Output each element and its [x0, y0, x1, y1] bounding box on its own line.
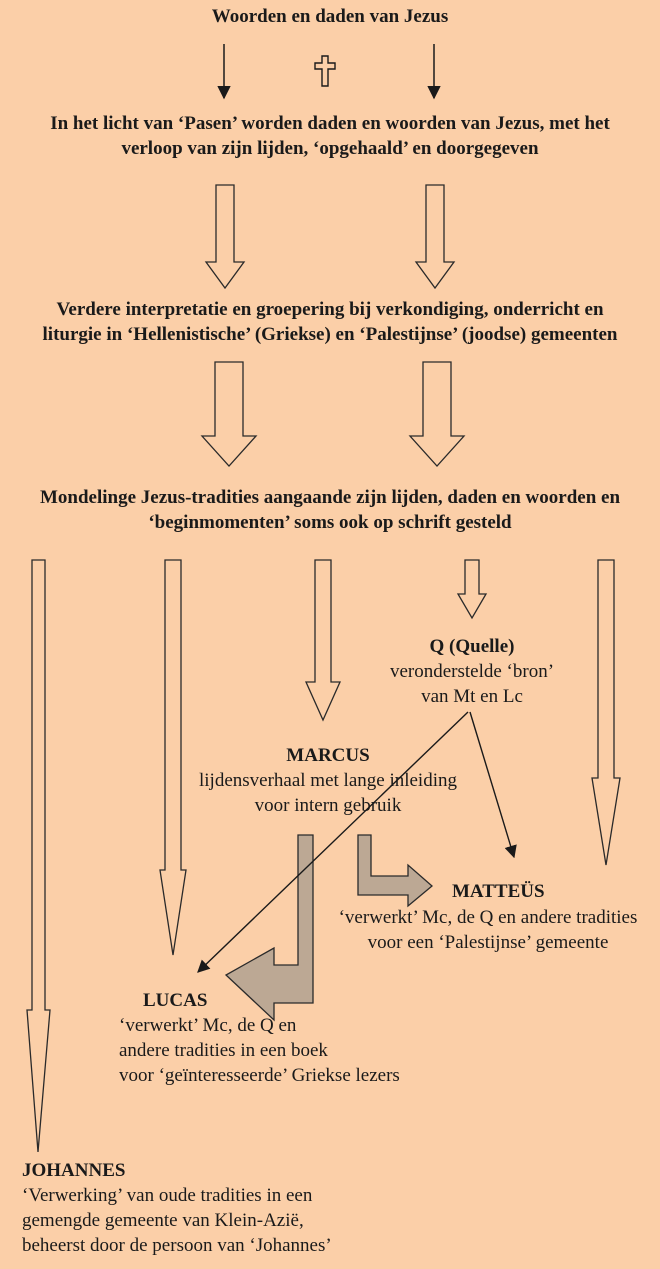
shaded-arrow-marcus-matteus: [357, 834, 434, 908]
stage-oral-line1: Mondelinge Jezus-tradities aangaande zij…: [39, 487, 621, 508]
node-marcus: MARCUS lijdensverhaal met lange inleidin…: [178, 743, 478, 818]
arrow-q-to-lucas: [197, 711, 469, 973]
lucas-line3: voor ‘geïnteresseerde’ Griekse lezers: [119, 1065, 400, 1086]
stage-oral-line2: ‘beginmomenten’ soms ook op schrift gest…: [148, 512, 512, 533]
arrow-to-matteus: [591, 559, 621, 866]
stage-interpretation-line2: liturgie in ‘Hellenistische’ (Griekse) e…: [42, 324, 618, 345]
marcus-line1: lijdensverhaal met lange inleiding: [198, 770, 457, 791]
hollow-arrow-1-left: [204, 184, 246, 290]
matteus-line2: voor een ‘Palestijnse’ gemeente: [367, 932, 609, 953]
diagram-title: Woorden en daden van Jezus: [211, 6, 449, 27]
lucas-line1: ‘verwerkt’ Mc, de Q en: [119, 1015, 297, 1036]
stage-pasen: In het licht van ‘Pasen’ worden daden en…: [0, 111, 660, 161]
shaded-arrow-marcus-lucas: [224, 834, 314, 1022]
arrow-to-johannes: [26, 559, 51, 1153]
q-line1: veronderstelde ‘bron’: [389, 661, 555, 682]
johannes-line3: beheerst door de persoon van ‘Johannes’: [22, 1235, 332, 1256]
marcus-title: MARCUS: [286, 745, 370, 766]
arrow-q-to-matteus: [469, 711, 517, 859]
hollow-arrow-2-right: [408, 361, 466, 467]
stage-pasen-line2: verloop van zijn lijden, ‘opgehaald’ en …: [121, 138, 539, 159]
marcus-line2: voor intern gebruik: [254, 795, 402, 816]
stage-oral-traditions: Mondelinge Jezus-tradities aangaande zij…: [0, 485, 660, 535]
stage-interpretation-line1: Verdere interpretatie en groepering bij …: [56, 299, 604, 320]
q-title: Q (Quelle): [429, 636, 515, 657]
johannes-line2: gemengde gemeente van Klein-Azië,: [22, 1210, 304, 1231]
arrow-to-q: [456, 559, 488, 620]
q-line2: van Mt en Lc: [421, 686, 523, 707]
lucas-title: LUCAS: [143, 990, 208, 1011]
node-q: Q (Quelle) veronderstelde ‘bron’ van Mt …: [357, 634, 587, 709]
matteus-title: MATTEÜS: [452, 881, 545, 902]
arrow-to-lucas: [159, 559, 187, 956]
node-matteus: ‘verwerkt’ Mc, de Q en andere tradities …: [318, 905, 658, 955]
node-johannes: JOHANNES ‘Verwerking’ van oude tradities…: [22, 1158, 332, 1258]
johannes-title: JOHANNES: [22, 1160, 126, 1181]
lucas-line2: andere tradities in een boek: [119, 1040, 328, 1061]
stage-interpretation: Verdere interpretatie en groepering bij …: [0, 297, 660, 347]
hollow-arrow-1-right: [414, 184, 456, 290]
cross-icon: [314, 55, 336, 87]
node-lucas: LUCAS ‘verwerkt’ Mc, de Q en andere trad…: [119, 988, 400, 1088]
matteus-line1: ‘verwerkt’ Mc, de Q en andere tradities: [338, 907, 638, 928]
johannes-line1: ‘Verwerking’ van oude tradities in een: [22, 1185, 313, 1206]
arrow-to-marcus: [304, 559, 342, 722]
stage-pasen-line1: In het licht van ‘Pasen’ worden daden en…: [50, 113, 610, 134]
hollow-arrow-2-left: [200, 361, 258, 467]
